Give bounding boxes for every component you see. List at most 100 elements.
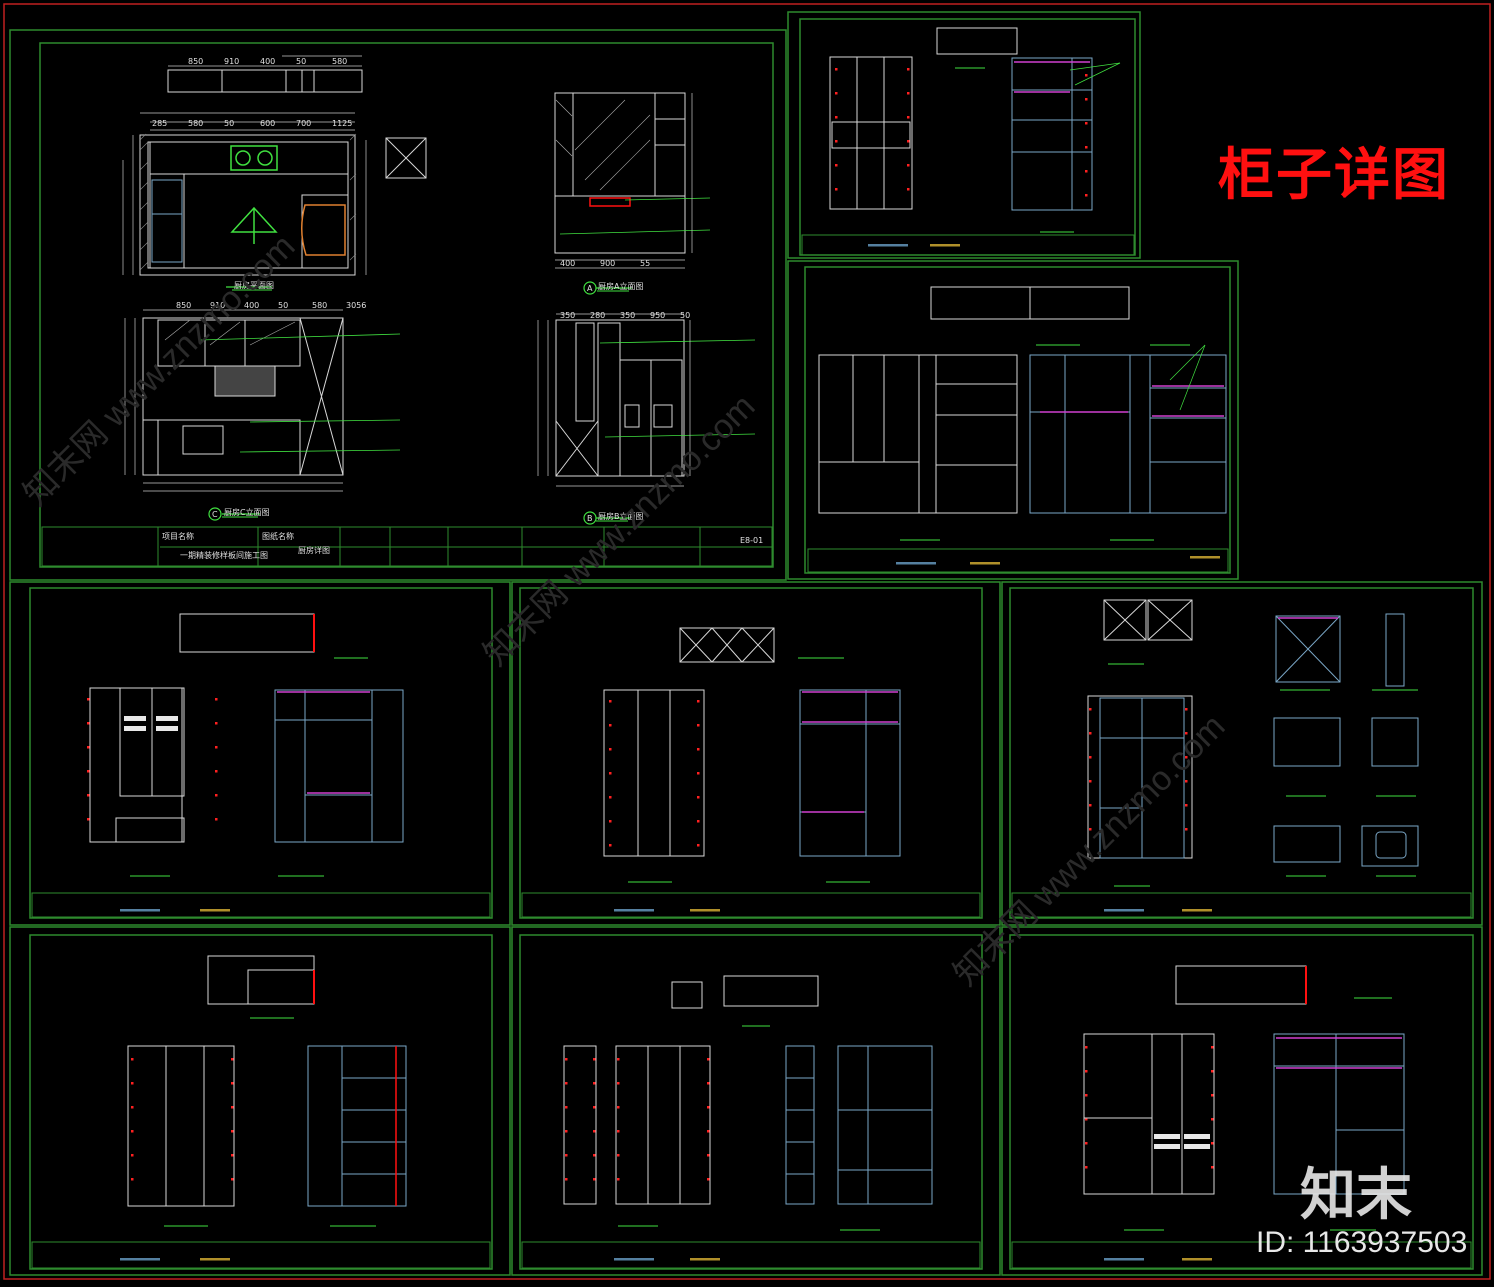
- connector-dot: [1211, 1070, 1214, 1073]
- drawing-caption: E8-01: [740, 536, 763, 545]
- connector-dot: [1185, 732, 1188, 735]
- connector-dot: [707, 1154, 710, 1157]
- connector-dot: [835, 164, 838, 167]
- frame-mid-2: [519, 587, 983, 919]
- title-block-bar: [690, 1258, 720, 1261]
- connector-dot: [1089, 756, 1092, 759]
- connector-dot: [131, 1106, 134, 1109]
- title-block-bar: [1190, 556, 1220, 559]
- connector-dot: [609, 700, 612, 703]
- connector-dot: [1085, 122, 1088, 125]
- connector-dot: [907, 164, 910, 167]
- connector-dot: [835, 188, 838, 191]
- connector-dot: [231, 1106, 234, 1109]
- title-block-bar: [970, 562, 1000, 565]
- connector-dot: [215, 746, 218, 749]
- section-marker-label: C: [212, 510, 218, 519]
- connector-dot: [1089, 780, 1092, 783]
- connector-dot: [609, 724, 612, 727]
- connector-dot: [593, 1082, 596, 1085]
- dimension-label: 910: [224, 57, 239, 66]
- connector-dot: [565, 1082, 568, 1085]
- connector-dot: [131, 1130, 134, 1133]
- connector-dot: [87, 746, 90, 749]
- frame-top-right-2-inner: [804, 266, 1231, 574]
- dimension-label: 580: [332, 57, 347, 66]
- dimension-label: 50: [680, 311, 690, 320]
- title-block-bar: [120, 909, 160, 912]
- connector-dot: [593, 1130, 596, 1133]
- connector-dot: [1211, 1118, 1214, 1121]
- dimension-label: 350: [620, 311, 635, 320]
- connector-dot: [1085, 1118, 1088, 1121]
- connector-dot: [1211, 1046, 1214, 1049]
- connector-dot: [617, 1178, 620, 1181]
- dimension-label: 1125: [332, 119, 352, 128]
- dimension-label: 950: [650, 311, 665, 320]
- connector-dot: [907, 188, 910, 191]
- connector-dot: [87, 698, 90, 701]
- connector-dot: [617, 1106, 620, 1109]
- connector-dot: [215, 722, 218, 725]
- connector-dot: [1185, 828, 1188, 831]
- connector-dot: [697, 796, 700, 799]
- frame-bot-3-outer: [1001, 926, 1483, 1276]
- connector-dot: [617, 1130, 620, 1133]
- connector-dot: [215, 698, 218, 701]
- dimension-label: 285: [152, 119, 167, 128]
- connector-dot: [1085, 146, 1088, 149]
- title-block-bar: [200, 1258, 230, 1261]
- page-title: 柜子详图: [1218, 143, 1450, 208]
- title-block-bar: [1182, 909, 1212, 912]
- frame-mid-2-outer: [511, 581, 1001, 926]
- connector-dot: [131, 1154, 134, 1157]
- connector-dot: [1085, 194, 1088, 197]
- title-block-bar: [690, 909, 720, 912]
- drawing-caption: 厨房详图: [298, 545, 330, 555]
- dimension-label: 400: [244, 301, 259, 310]
- connector-dot: [907, 92, 910, 95]
- connector-dot: [1085, 170, 1088, 173]
- connector-dot: [1211, 1166, 1214, 1169]
- frame-mid-3: [1009, 587, 1474, 919]
- connector-dot: [835, 68, 838, 71]
- connector-dot: [593, 1058, 596, 1061]
- connector-dot: [907, 116, 910, 119]
- title-block-bar: [930, 244, 960, 247]
- connector-dot: [697, 724, 700, 727]
- connector-dot: [215, 770, 218, 773]
- connector-dot: [87, 770, 90, 773]
- connector-dot: [835, 92, 838, 95]
- connector-dot: [1089, 732, 1092, 735]
- connector-dot: [87, 794, 90, 797]
- dimension-label: 50: [296, 57, 306, 66]
- watermark-logo: 知末: [1300, 1163, 1412, 1228]
- frame-mid-1: [29, 587, 493, 919]
- connector-dot: [87, 818, 90, 821]
- section-marker-label: B: [587, 514, 593, 523]
- connector-dot: [231, 1058, 234, 1061]
- connector-dot: [707, 1082, 710, 1085]
- connector-dot: [609, 748, 612, 751]
- title-block-bar: [614, 1258, 654, 1261]
- connector-dot: [1089, 708, 1092, 711]
- dimension-label: 700: [296, 119, 311, 128]
- frame-bot-2-outer: [511, 926, 1001, 1276]
- connector-dot: [1085, 74, 1088, 77]
- dimension-label: 350: [560, 311, 575, 320]
- connector-dot: [1085, 98, 1088, 101]
- frame-kitchen: [39, 42, 774, 568]
- connector-dot: [697, 844, 700, 847]
- connector-dot: [1185, 804, 1188, 807]
- dimension-label: 400: [560, 259, 575, 268]
- connector-dot: [593, 1154, 596, 1157]
- title-block-bar: [868, 244, 908, 247]
- connector-dot: [707, 1130, 710, 1133]
- connector-dot: [1089, 828, 1092, 831]
- connector-dot: [697, 772, 700, 775]
- title-block-bar: [200, 909, 230, 912]
- connector-dot: [131, 1082, 134, 1085]
- drawing-caption: 图纸名称: [262, 531, 294, 541]
